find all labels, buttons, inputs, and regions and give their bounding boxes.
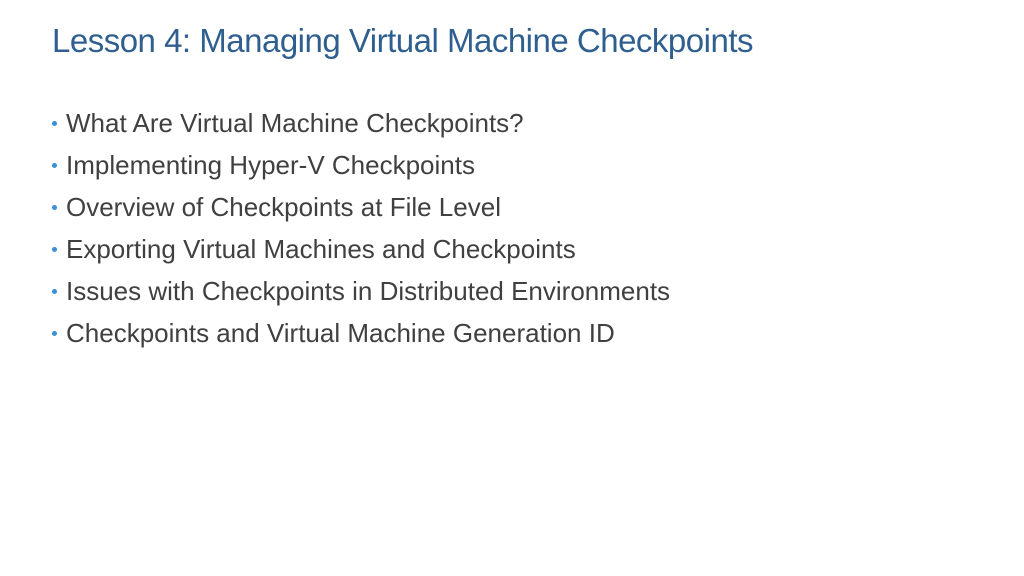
bullet-text: Issues with Checkpoints in Distributed E…	[66, 275, 671, 306]
bullet-item: Overview of Checkpoints at File Level	[52, 186, 670, 228]
bullet-item: Implementing Hyper-V Checkpoints	[52, 144, 670, 186]
bullet-dot-icon	[52, 288, 57, 294]
bullet-text: Overview of Checkpoints at File Level	[66, 191, 501, 222]
slide-title: Lesson 4: Managing Virtual Machine Check…	[52, 22, 754, 59]
bullet-list: What Are Virtual Machine Checkpoints? Im…	[52, 102, 670, 354]
bullet-text: Exporting Virtual Machines and Checkpoin…	[66, 233, 576, 264]
bullet-dot-icon	[52, 204, 57, 210]
bullet-item: Checkpoints and Virtual Machine Generati…	[52, 312, 670, 354]
bullet-dot-icon	[52, 330, 57, 336]
bullet-dot-icon	[52, 120, 57, 126]
bullet-text: Implementing Hyper-V Checkpoints	[66, 149, 475, 180]
bullet-item: Issues with Checkpoints in Distributed E…	[52, 270, 670, 312]
bullet-item: Exporting Virtual Machines and Checkpoin…	[52, 228, 670, 270]
bullet-text: Checkpoints and Virtual Machine Generati…	[66, 317, 615, 348]
bullet-item: What Are Virtual Machine Checkpoints?	[52, 102, 670, 144]
bullet-dot-icon	[52, 162, 57, 168]
bullet-text: What Are Virtual Machine Checkpoints?	[66, 107, 524, 138]
bullet-dot-icon	[52, 246, 57, 252]
